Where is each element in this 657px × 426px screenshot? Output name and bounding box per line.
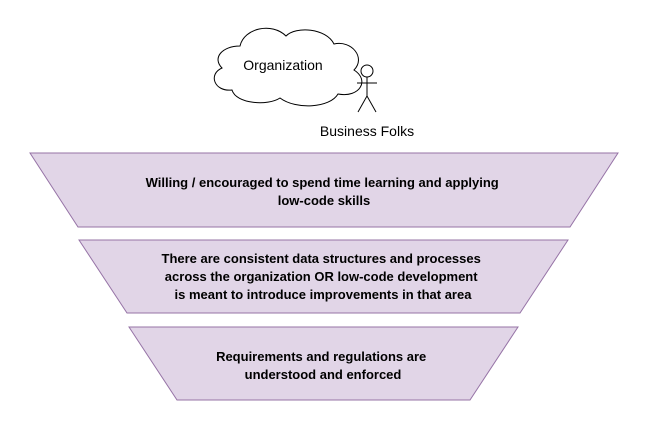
tier-3-shape <box>128 326 519 401</box>
tier-3-line-1: Requirements and regulations are <box>216 349 426 364</box>
tier-3-text: Requirements and regulations are underst… <box>216 349 430 382</box>
funnel-tier-3[interactable]: Requirements and regulations are underst… <box>128 326 519 401</box>
cloud-shape <box>213 27 363 107</box>
actor-head <box>360 64 374 78</box>
tier-2-shape <box>78 239 569 314</box>
organization-cloud[interactable]: Organization <box>213 27 363 107</box>
tier-2-line-3: is meant to introduce improvements in th… <box>175 287 473 302</box>
tier-2-line-2: across the organization OR low-code deve… <box>165 269 478 284</box>
actor-left-leg <box>357 95 368 113</box>
business-folks-actor[interactable]: Business Folks <box>320 64 414 139</box>
tier-1-text: Willing / encouraged to spend time learn… <box>146 175 503 208</box>
tier-1-line-1: Willing / encouraged to spend time learn… <box>146 175 499 190</box>
tier-3-line-2: understood and enforced <box>245 367 402 382</box>
cloud-label: Organization <box>243 57 322 73</box>
tier-1-line-2: low-code skills <box>278 193 370 208</box>
funnel-tier-1[interactable]: Willing / encouraged to spend time learn… <box>29 152 619 228</box>
tier-2-text: There are consistent data structures and… <box>162 251 485 302</box>
actor-right-leg <box>366 95 377 113</box>
tier-1-shape <box>29 152 619 228</box>
actor-label: Business Folks <box>320 123 414 139</box>
funnel-tier-2[interactable]: There are consistent data structures and… <box>78 239 569 314</box>
tier-2-line-1: There are consistent data structures and… <box>162 251 481 266</box>
